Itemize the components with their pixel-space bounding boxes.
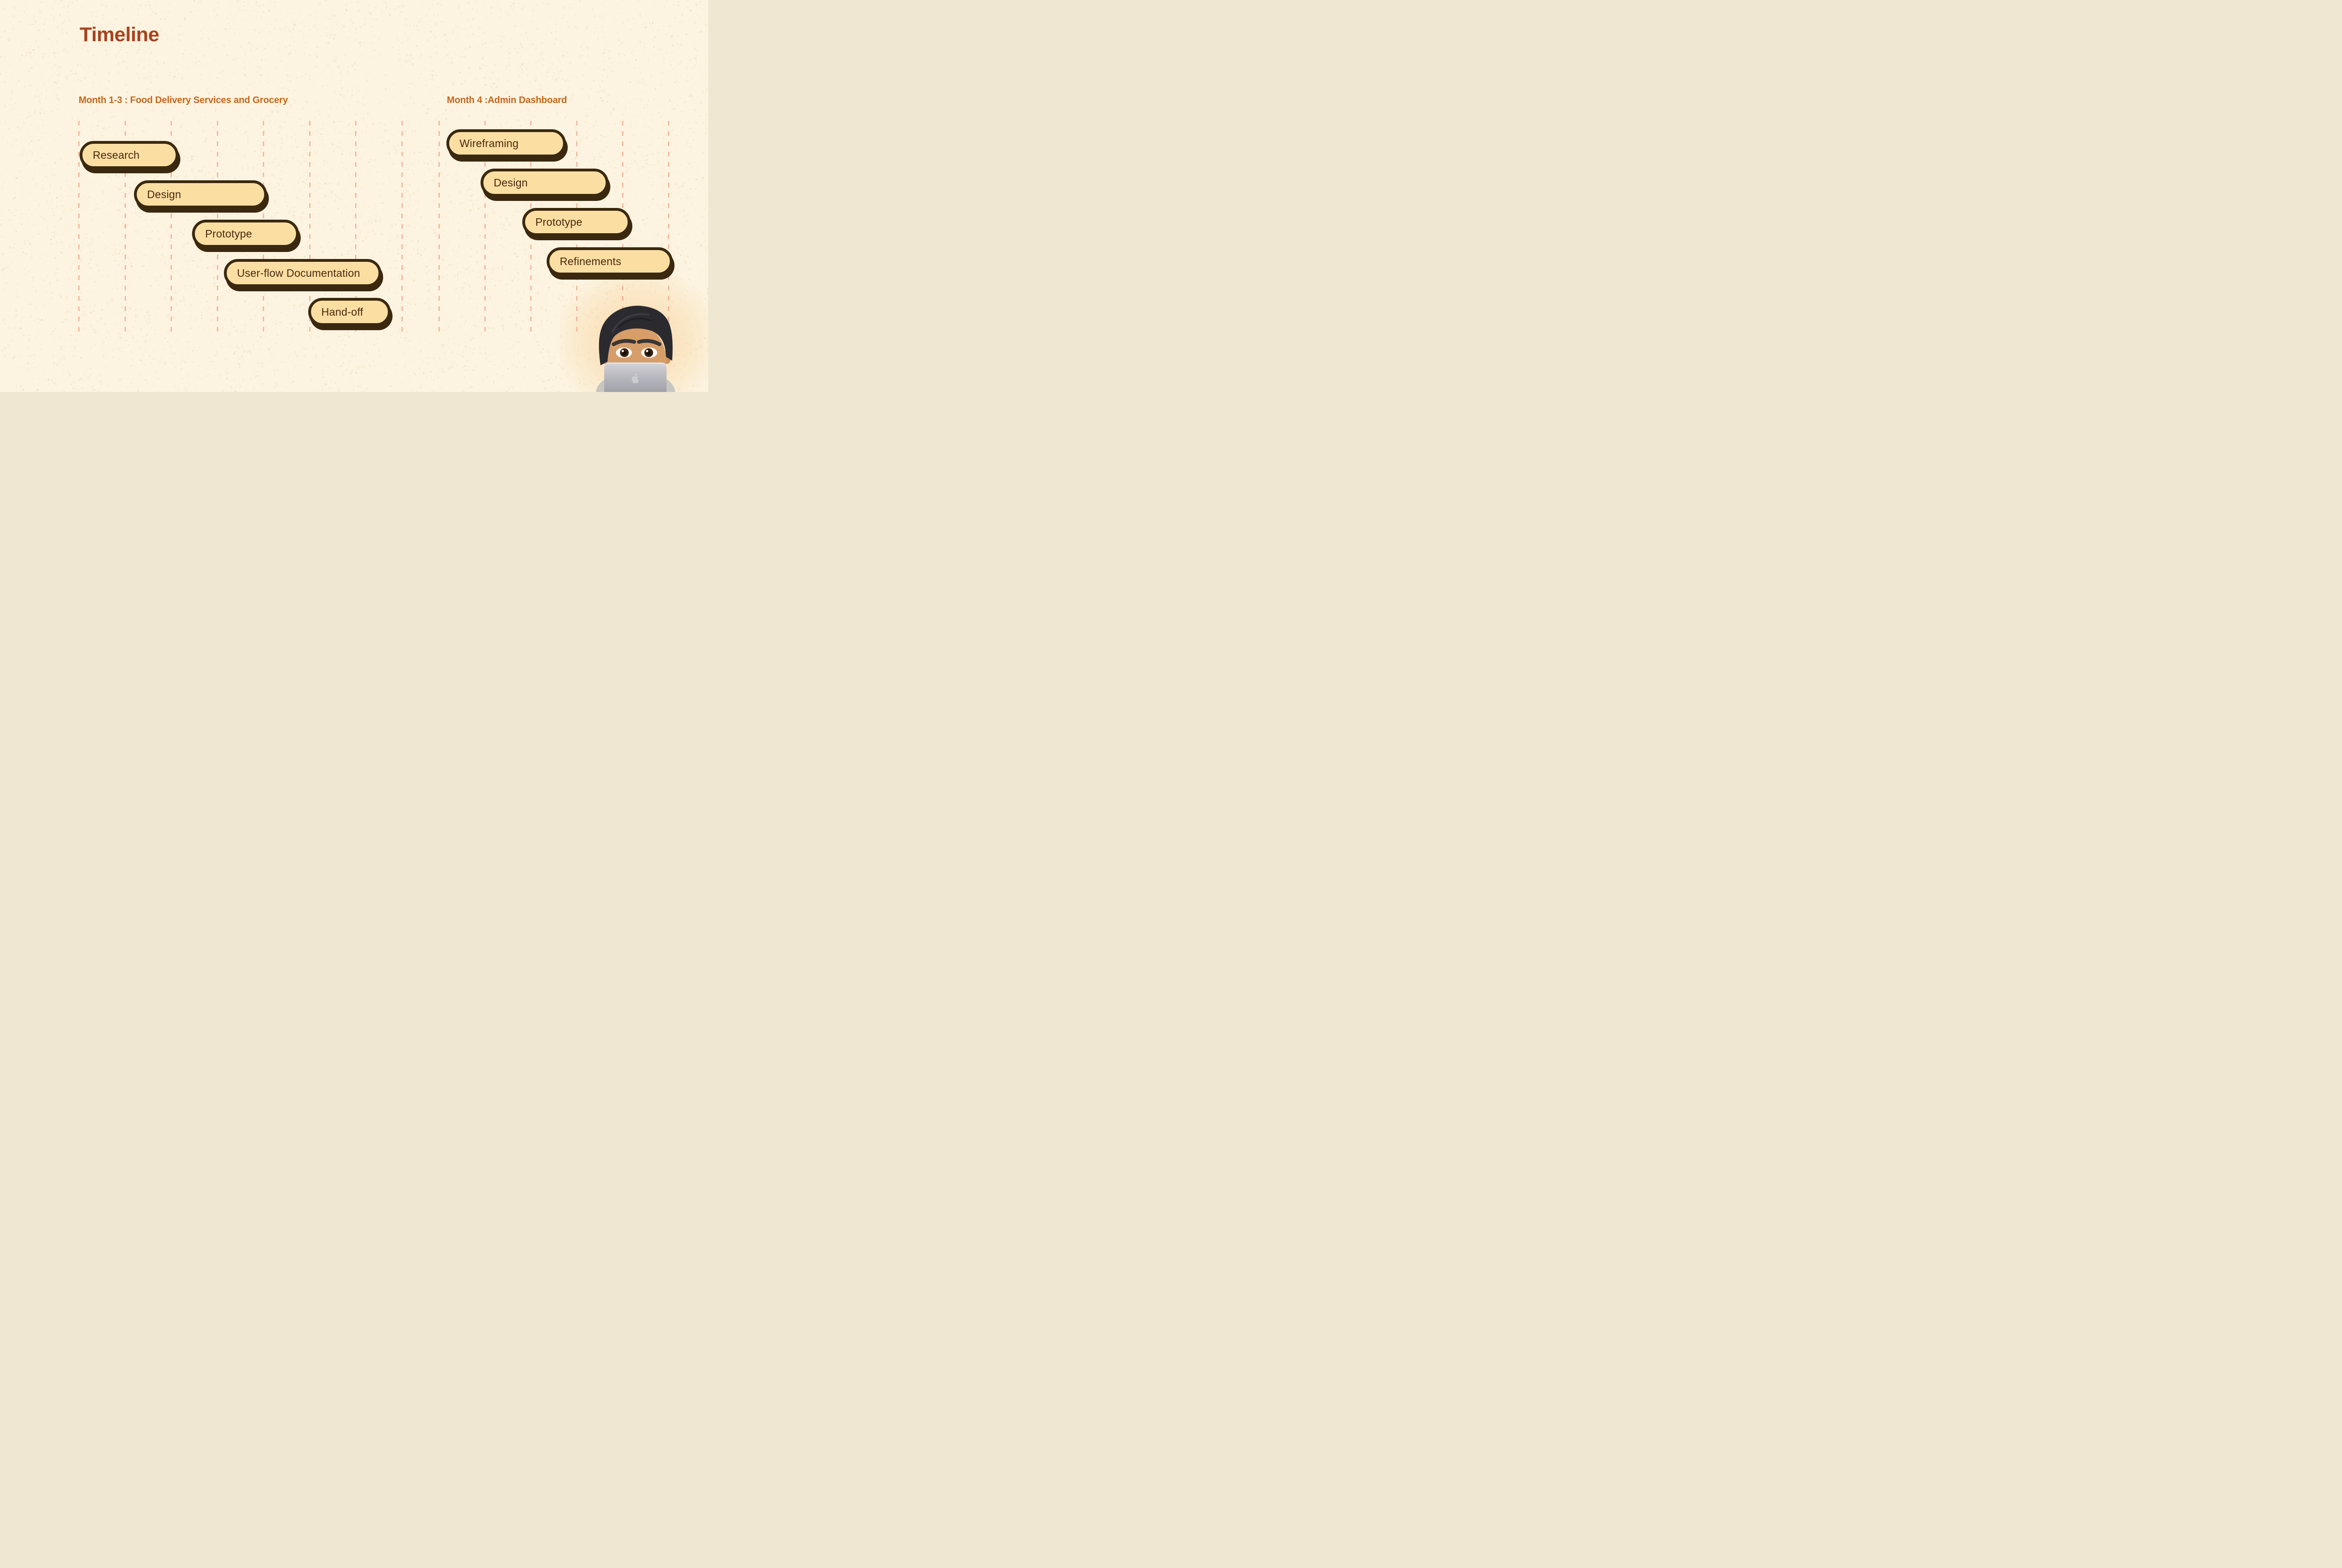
task-pill: Research — [80, 141, 178, 169]
laptop-icon — [604, 362, 667, 392]
task-pill: User-flow Documentation — [224, 259, 381, 287]
gridline — [438, 121, 440, 336]
gridline — [401, 121, 403, 336]
gridline — [355, 121, 356, 336]
avatar-eyebrow-right — [637, 339, 661, 346]
avatar-hair-strand — [618, 318, 651, 328]
task-label: Wireframing — [460, 137, 519, 149]
task-label: Prototype — [205, 227, 252, 240]
gridline — [668, 121, 669, 336]
section-label: Month 4 :Admin Dashboard — [447, 95, 567, 105]
avatar-hair — [599, 305, 673, 365]
timeline-slide: Timeline Month 1-3 : Food Delivery Servi… — [0, 0, 708, 392]
task-label: Design — [494, 176, 528, 189]
task-pill: Refinements — [547, 247, 673, 275]
gridline — [170, 121, 172, 336]
apple-logo-icon — [631, 373, 639, 384]
gridline — [125, 121, 126, 336]
gridline — [484, 121, 486, 336]
task-pill: Wireframing — [446, 129, 566, 157]
task-label: Prototype — [535, 215, 583, 228]
task-pill: Prototype — [192, 220, 299, 248]
section-label: Month 1-3 : Food Delivery Services and G… — [79, 95, 288, 105]
avatar-hair-strand — [612, 313, 649, 333]
avatar-eyebrow-left — [612, 339, 636, 346]
task-pill: Design — [134, 180, 267, 208]
task-label: User-flow Documentation — [237, 266, 360, 279]
gridline — [78, 121, 80, 336]
task-label: Design — [147, 188, 181, 200]
task-pill: Hand-off — [308, 298, 391, 326]
task-pill: Prototype — [522, 208, 630, 236]
memoji-avatar — [596, 305, 675, 392]
task-label: Refinements — [560, 255, 622, 267]
page-title: Timeline — [80, 23, 159, 46]
task-label: Research — [93, 148, 140, 161]
avatar-eye-right — [641, 348, 657, 358]
task-pill: Design — [481, 169, 608, 197]
gridline — [309, 121, 311, 336]
task-label: Hand-off — [321, 305, 363, 318]
avatar-eye-left — [616, 348, 632, 358]
